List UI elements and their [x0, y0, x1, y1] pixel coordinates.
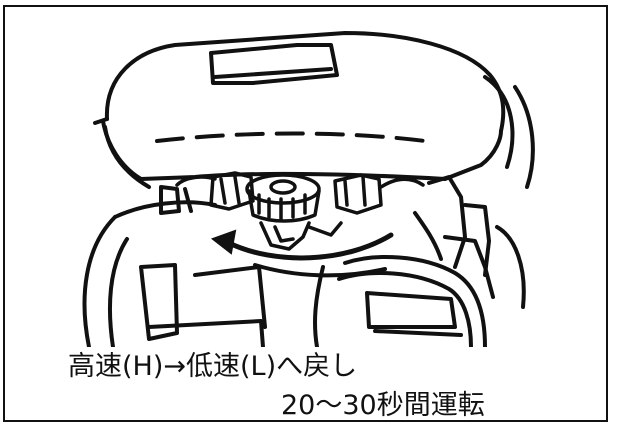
figure-frame: 高速(H)→低速(L)へ戻し 20〜30秒間運転 — [3, 5, 608, 422]
caption-line-2: 20〜30秒間運転 — [281, 390, 485, 421]
caption-line-1: 高速(H)→低速(L)へ戻し — [68, 351, 358, 382]
engine-carburetor-line-drawing-icon — [82, 31, 535, 347]
